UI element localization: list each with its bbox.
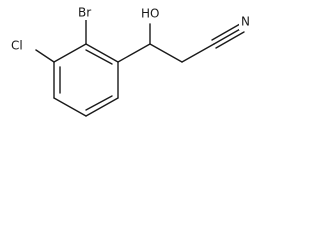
nitrile-bond-2 [211, 23, 241, 41]
nitrogen-label: N [241, 15, 250, 29]
bond-c3-cl [35, 49, 55, 63]
chlorine-label: Cl [11, 39, 23, 53]
oh-label-bg [140, 7, 164, 22]
bromine-label: Br [78, 6, 91, 20]
n-label-bg [239, 15, 253, 30]
aromatic-bond-c1-c2 [85, 49, 113, 65]
bond-choh-ch2 [149, 43, 183, 63]
aromatic-bond-c5-c6 [85, 95, 113, 111]
bond-c1-c2 [85, 43, 119, 63]
nitrile-bond-3 [215, 31, 245, 49]
hydroxyl-label: HO [141, 7, 159, 21]
bond-ch2-c-nitrile [181, 43, 215, 63]
cl-label-bg [10, 39, 32, 54]
br-label-bg [77, 5, 97, 20]
bond-c5-c6 [85, 97, 119, 117]
bond-c1-choh [117, 43, 151, 63]
molecule-structure: Br Cl HO N [10, 5, 253, 117]
structure-canvas: Br Cl HO N [0, 0, 264, 133]
bond-c4-c5 [53, 97, 87, 117]
nitrile-bond-1 [213, 27, 243, 45]
bond-c2-c3 [53, 43, 87, 63]
